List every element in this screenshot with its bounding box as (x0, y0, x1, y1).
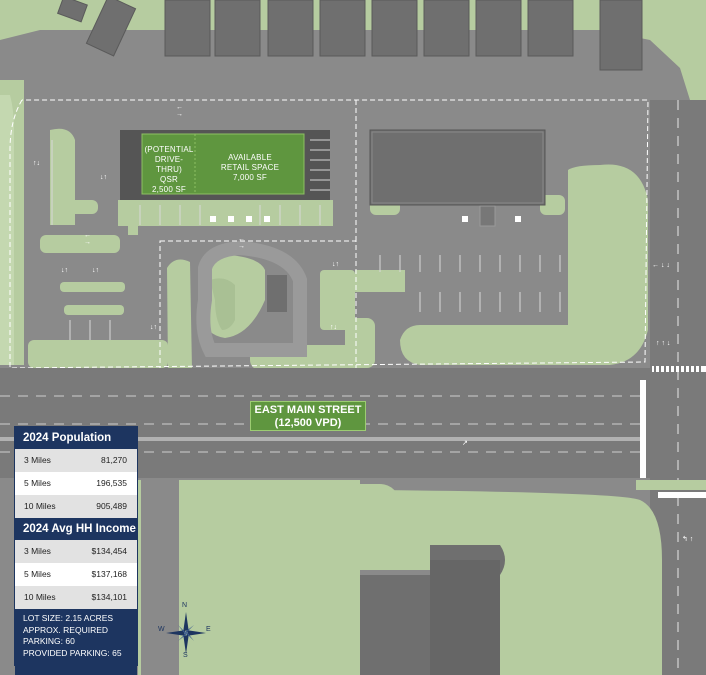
retail-label: AVAILABLE RETAIL SPACE 7,000 SF (220, 153, 280, 182)
traffic-arrow-icon: ←→ (84, 232, 91, 246)
traffic-arrow-icon: ←→ (238, 236, 245, 250)
east-landscape (400, 164, 648, 365)
existing-building (369, 129, 546, 206)
compass-west: W (158, 626, 165, 633)
accessible-stalls (210, 216, 521, 222)
traffic-arrow-icon: ↑ ↑ ↓ (656, 340, 671, 347)
traffic-arrow-icon: ↓↑ (92, 267, 99, 274)
traffic-arrow-icon: ↰ ↑ (682, 536, 694, 543)
parking-stalls (51, 139, 561, 340)
compass-icon (166, 612, 206, 654)
population-row: 5 Miles 196,535 (24, 478, 127, 488)
qsr-building (267, 275, 287, 312)
landscape-islands (28, 128, 565, 370)
demographics-panel: 2024 Population 3 Miles 81,270 5 Miles 1… (14, 426, 138, 675)
qsr-pad-boundary (159, 240, 357, 371)
traffic-arrow-icon: ←→ (176, 104, 183, 118)
income-row: 3 Miles $134,454 (15, 540, 137, 563)
residential-buildings (57, 0, 643, 71)
available-retail-building (141, 133, 305, 195)
population-title: 2024 Population (15, 427, 137, 449)
income-row: 10 Miles $134,101 (15, 586, 137, 609)
traffic-arrow-icon: ↓↑ (100, 174, 107, 181)
traffic-arrow-icon: ↗ (462, 440, 468, 447)
street-label: EAST MAIN STREET (12,500 VPD) (250, 401, 366, 431)
traffic-arrow-icon: ↑↓ (330, 324, 337, 331)
population-row: 10 Miles 905,489 (15, 495, 137, 518)
qsr-label: (POTENTIAL DRIVE-THRU) QSR 2,500 SF (144, 145, 194, 194)
traffic-arrow-icon: ↑↓ (33, 160, 40, 167)
traffic-arrow-icon: ↓↑ (61, 267, 68, 274)
traffic-arrow-icon: ↓↑ (332, 261, 339, 268)
compass-north: N (182, 602, 188, 609)
compass-east: E (206, 626, 211, 633)
lot-info: LOT SIZE: 2.15 ACRES APPROX. REQUIRED PA… (15, 609, 137, 675)
population-row: 3 Miles 81,270 (15, 449, 137, 472)
compass-south: S (183, 652, 188, 659)
compass-rose: N S E W (156, 602, 216, 662)
traffic-arrow-icon: ↓↑ (150, 324, 157, 331)
income-title: 2024 Avg HH Income (15, 518, 137, 540)
traffic-arrow-icon: ← ↓ ↓ (652, 262, 670, 269)
income-row: 5 Miles $137,168 (24, 569, 127, 579)
